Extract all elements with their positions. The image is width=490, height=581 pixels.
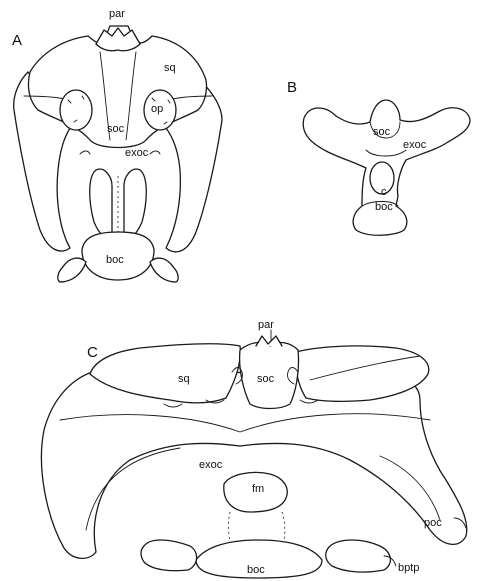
- panel-c-parietal: [256, 336, 282, 346]
- panel-a-label-sq: sq: [164, 62, 176, 74]
- panel-a-label-par: par: [109, 8, 125, 20]
- panel-a-label-exoc: exoc: [125, 147, 149, 159]
- panel-c-basipterygoid-right: [326, 540, 391, 572]
- panel-c-label-fm: fm: [252, 483, 264, 495]
- panel-b-label-soc: soc: [373, 126, 391, 138]
- panel-c-label-sq: sq: [178, 373, 190, 385]
- panel-c-label-poc: poc: [424, 517, 442, 529]
- panel-b-label-exoc: exoc: [403, 139, 427, 151]
- panel-c-label-soc: soc: [257, 373, 275, 385]
- panel-a-foramen-body: [90, 169, 112, 237]
- panel-c-label-boc: boc: [247, 564, 265, 576]
- panel-a-foramen-body-right: [124, 169, 146, 237]
- panel-b-label-boc: boc: [375, 201, 393, 213]
- panel-a-opisthotic-left: [60, 90, 92, 130]
- panel-a-letter: A: [12, 32, 22, 49]
- panel-a-label-soc: soc: [107, 123, 125, 135]
- panel-a-basal-flange-right: [150, 258, 178, 282]
- panel-b-letter: B: [287, 79, 297, 96]
- panel-c-label-par: par: [258, 319, 274, 331]
- panel-c-label-bptp: bptp: [398, 562, 419, 574]
- panel-c-label-exoc: exoc: [199, 459, 223, 471]
- panel-a-label-op: op: [151, 103, 163, 115]
- panel-a-basal-flange-left: [58, 258, 86, 282]
- panel-b: B soc exoc c boc: [287, 79, 470, 235]
- panel-c-letter: C: [87, 344, 98, 361]
- panel-a: A par sq op soc exoc boc: [12, 8, 222, 282]
- panel-a-label-boc: boc: [106, 254, 124, 266]
- panel-c: C par sq soc exoc fm poc boc bptp: [41, 319, 466, 578]
- panel-c-basipterygoid-left: [141, 540, 197, 571]
- panel-b-label-c: c: [381, 186, 387, 198]
- panel-a-parietal: [96, 28, 140, 51]
